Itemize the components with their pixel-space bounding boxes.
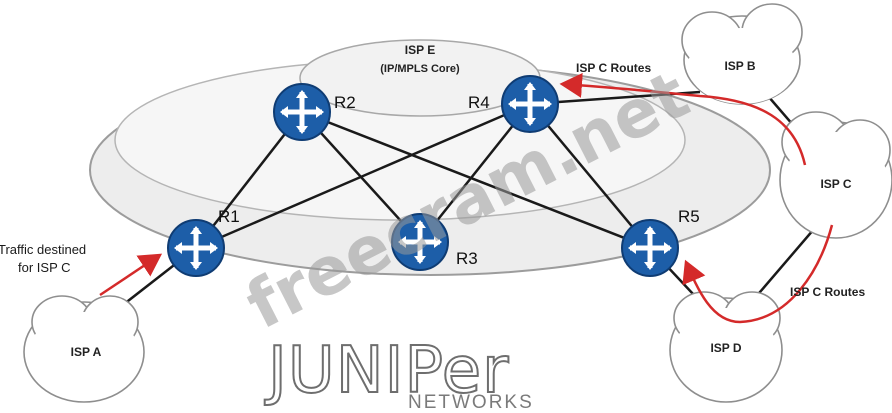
router-r1 [167,219,225,277]
core-title: ISP E [405,43,435,57]
label-r4: R4 [468,93,490,112]
link-r2-r5 [301,110,651,250]
cloud-isp-b [681,3,803,105]
arrow-traffic [99,253,163,297]
label-isp-b: ISP B [724,59,755,73]
router-r5 [621,219,679,277]
link-r2-r3 [301,111,421,243]
arrows [99,72,834,324]
label-r1: R1 [218,207,240,226]
juniper-logo: JUNIPer [264,334,509,408]
arrow-routes-bottom [682,224,834,324]
juniper-logo-sub: NETWORKS [408,392,534,413]
link-r4-r5 [529,103,651,249]
router-r2 [273,83,331,141]
label-isp-c: ISP C [820,177,851,191]
label-r3: R3 [456,249,478,268]
cloud-isp-d [669,291,783,403]
traffic-label-line1: Traffic destined [0,242,86,257]
cloud-isp-a [23,295,145,403]
link-ispc-ispd [747,221,821,307]
label-r2: R2 [334,93,356,112]
arrow-routes-top [559,72,807,166]
routes-label-bottom: ISP C Routes [790,285,865,299]
links [109,90,821,316]
cloud-isp-c [779,111,892,239]
label-r5: R5 [678,207,700,226]
link-r1-r4 [195,102,531,250]
label-isp-d: ISP D [710,341,741,355]
core-subtitle: (IP/MPLS Core) [380,63,460,75]
link-r3-r4 [419,103,531,243]
routes-label-top: ISP C Routes [576,61,651,75]
traffic-label-line2: for ISP C [18,260,71,275]
label-isp-a: ISP A [71,345,102,359]
